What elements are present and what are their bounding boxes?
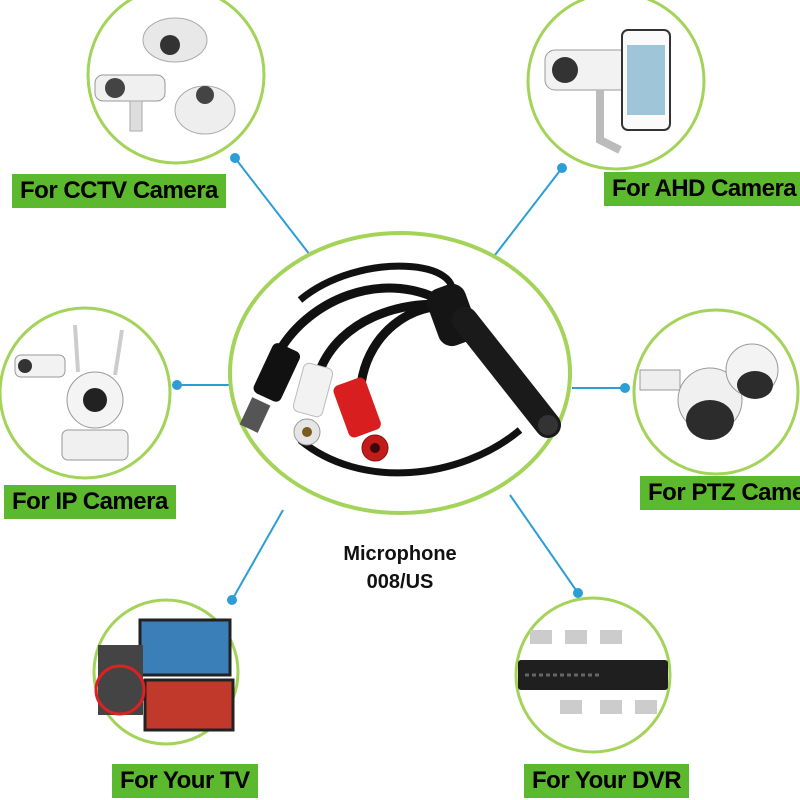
tv-label: For Your TV bbox=[112, 764, 258, 798]
dvr-image bbox=[518, 630, 668, 714]
ptz-camera-image bbox=[639, 343, 779, 440]
microphone-product-circle bbox=[228, 231, 572, 515]
ip-camera-image bbox=[14, 324, 129, 461]
product-name: Microphone bbox=[343, 543, 457, 565]
ahd-camera-image bbox=[544, 29, 671, 154]
product-model: 008/US bbox=[366, 571, 434, 593]
ahd-camera-label: For AHD Camera bbox=[604, 172, 800, 206]
tv-circle bbox=[92, 598, 240, 746]
ip-camera-label: For IP Camera bbox=[4, 485, 176, 519]
cctv-camera-circle bbox=[86, 0, 266, 165]
cctv-cameras-image bbox=[94, 17, 236, 135]
microphone-cable-image bbox=[239, 262, 561, 477]
ip-camera-circle bbox=[0, 306, 172, 480]
ptz-camera-label: For PTZ Camera bbox=[640, 476, 800, 510]
connector-lines bbox=[172, 153, 630, 605]
ptz-camera-circle bbox=[632, 308, 800, 476]
dvr-label: For Your DVR bbox=[524, 764, 690, 798]
product-caption: Microphone 008/US bbox=[340, 540, 460, 596]
cctv-camera-label: For CCTV Camera bbox=[12, 174, 226, 208]
ahd-camera-circle bbox=[526, 0, 706, 171]
tv-image bbox=[94, 618, 235, 732]
dvr-circle bbox=[514, 596, 672, 754]
